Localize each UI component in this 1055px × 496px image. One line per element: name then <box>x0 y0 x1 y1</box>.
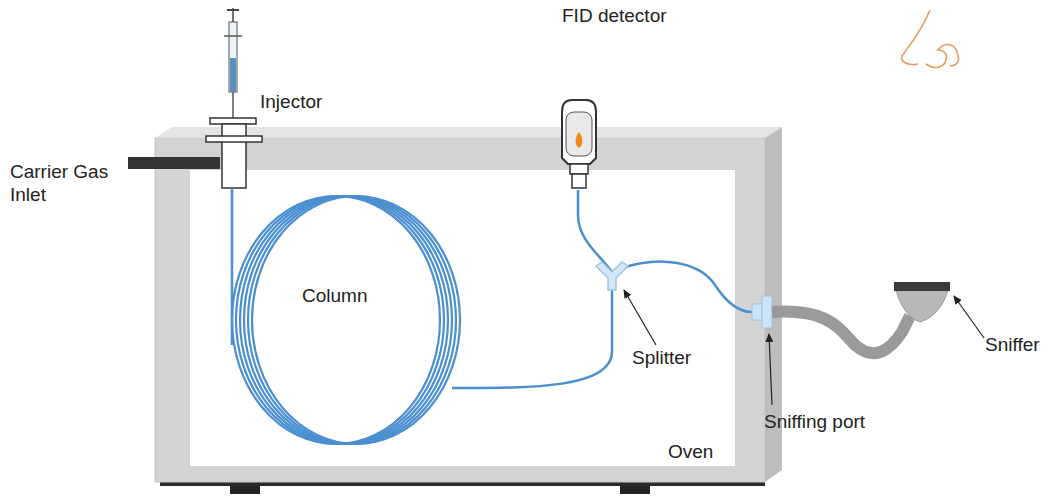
leader-arrow <box>954 296 984 338</box>
part-label: FID detector <box>562 4 667 27</box>
part-label: Injector <box>260 90 322 113</box>
fid-detector <box>562 100 596 188</box>
sniffing-port <box>752 304 762 320</box>
sniffer-hose <box>772 312 910 354</box>
callout-label: Sniffing port <box>764 410 865 433</box>
callout-label: Splitter <box>632 346 691 369</box>
part-label: Column <box>302 284 367 307</box>
gas-inlet-pipe <box>128 157 220 169</box>
tubing <box>622 262 752 312</box>
tubing <box>452 282 612 388</box>
syringe <box>229 22 237 92</box>
column-coil <box>232 196 460 444</box>
part-label: Oven <box>668 440 713 463</box>
sniffer-cone <box>896 290 948 322</box>
callout-label: Sniffer <box>985 333 1040 356</box>
injector-body <box>222 124 246 188</box>
splitter-fitting <box>596 262 628 290</box>
tubing <box>578 190 612 272</box>
leader-arrow <box>624 290 656 345</box>
leader-arrow <box>769 334 772 405</box>
injector-flange <box>210 118 256 124</box>
inlet-label: Carrier Gas Inlet <box>10 160 128 206</box>
oven-housing <box>155 138 765 482</box>
nose-icon <box>902 10 959 67</box>
oven-chamber <box>190 170 735 466</box>
sniffer-mask <box>894 282 950 291</box>
